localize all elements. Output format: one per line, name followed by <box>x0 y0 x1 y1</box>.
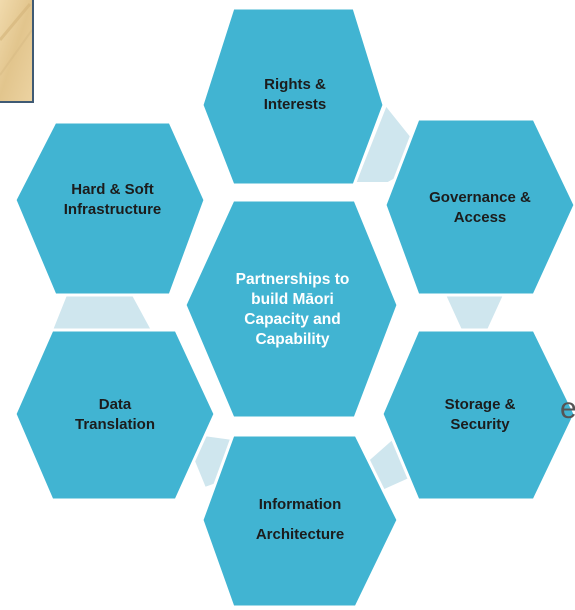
hexagon-data-translation <box>13 328 217 502</box>
label-line: Information <box>258 496 342 513</box>
hexagon-governance-access <box>383 117 575 297</box>
connector-translation-infrastructure <box>50 294 154 331</box>
center-label-line: build Māori <box>251 291 334 308</box>
label-line: Rights & <box>264 76 326 93</box>
label-line: Infrastructure <box>63 201 162 218</box>
label-line: Governance & <box>429 189 531 206</box>
label-line: Data <box>98 396 132 413</box>
label-line: Access <box>453 209 507 226</box>
hexagon-center <box>183 198 400 420</box>
storage-security-label: Storage & Security <box>395 380 565 450</box>
hexagon-storage-security <box>380 328 575 502</box>
center-label-line: Capability <box>255 331 330 348</box>
center-label: Partnerships to build Māori Capacity and… <box>195 210 390 410</box>
rights-interests-label: Rights & Interests <box>215 60 375 130</box>
hexagon-rights-interests <box>200 6 386 187</box>
label-line: Translation <box>74 416 156 433</box>
label-line: Security <box>450 416 510 433</box>
information-architecture-label: Information Architecture <box>215 480 385 570</box>
label-line: Hard & Soft <box>71 181 154 198</box>
center-label-line: Capacity and <box>244 311 341 328</box>
label-line: Interests <box>263 96 327 113</box>
hard-soft-infrastructure-label: Hard & Soft Infrastructure <box>25 165 200 235</box>
hexagon-information-architecture <box>200 433 400 609</box>
label-line: Architecture <box>255 526 345 543</box>
parchment-texture-image <box>0 0 34 103</box>
center-label-line: Partnerships to <box>235 271 350 288</box>
data-translation-label: Data Translation <box>25 380 205 450</box>
governance-access-label: Governance & Access <box>395 173 565 243</box>
label-line: Storage & <box>444 396 516 413</box>
connector-governance-storage <box>443 294 506 331</box>
stray-glyph: e <box>560 392 575 425</box>
hexagon-hard-soft-infrastructure <box>13 120 207 297</box>
